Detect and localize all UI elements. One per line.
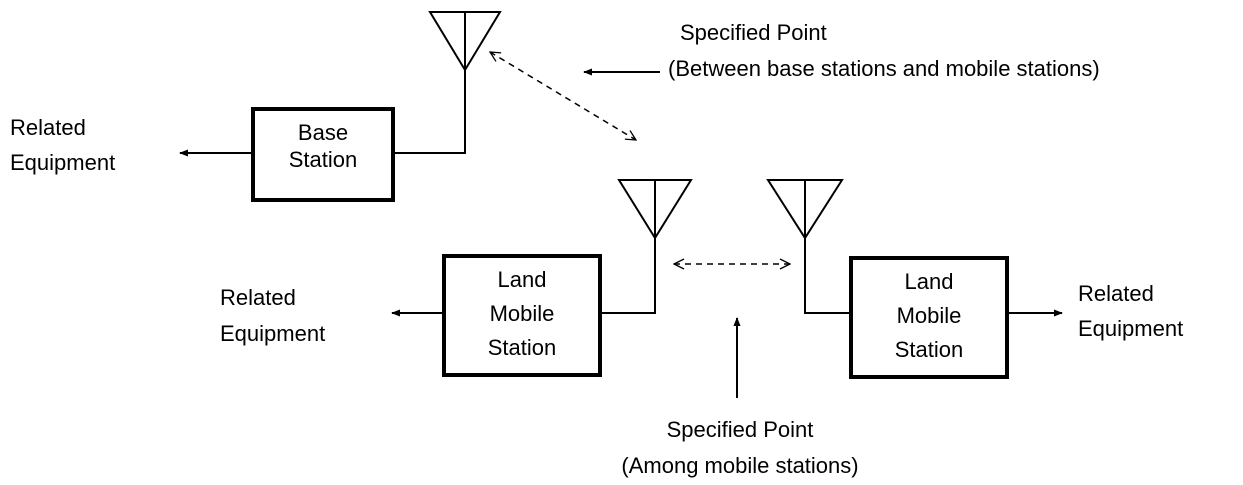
base-related-equipment-line1: Related [10,115,86,140]
land-mobile-right-label-line2: Mobile [897,303,962,328]
specified-point-base-mobile-group: Specified Point (Between base stations a… [490,20,1100,140]
specified-point-mobile-mobile-line1: Specified Point [667,417,814,442]
base-station-label-line1: Base [298,120,348,145]
right-related-equipment-line2: Equipment [1078,316,1183,341]
specified-point-base-mobile-line1: Specified Point [680,20,827,45]
land-mobile-left-label-line3: Station [488,335,557,360]
land-mobile-left-group: Land Mobile Station Related Equipment [220,179,693,377]
land-mobile-left-label-line1: Land [498,267,547,292]
base-station-label-line2: Station [289,147,358,172]
specified-point-mobile-mobile-line2: (Among mobile stations) [621,453,858,478]
land-mobile-left-antenna-icon [617,179,693,240]
left-related-equipment-line2: Equipment [220,321,325,346]
base-station-box [251,107,395,202]
land-mobile-right-antenna-icon [766,179,844,240]
base-mobile-link-dashed-arrow [490,52,636,140]
land-mobile-right-box [849,256,1009,379]
base-station-group: Base Station Related Equipment [10,11,502,202]
land-mobile-left-feed-line [600,238,656,314]
land-mobile-right-group: Land Mobile Station Related Equipment [766,179,1183,379]
land-mobile-right-label-line3: Station [895,337,964,362]
land-mobile-right-feed-line [804,238,851,314]
specified-point-base-mobile-line2: (Between base stations and mobile statio… [668,56,1100,81]
left-related-equipment-line1: Related [220,285,296,310]
base-related-equipment-line2: Equipment [10,150,115,175]
land-mobile-left-box [442,254,602,377]
right-related-equipment-line1: Related [1078,281,1154,306]
specified-point-mobile-mobile-group: Specified Point (Among mobile stations) [621,264,859,478]
land-mobile-left-label-line2: Mobile [490,301,555,326]
land-mobile-right-label-line1: Land [905,269,954,294]
base-station-antenna-icon [428,11,502,72]
base-station-feed-line [393,70,466,154]
